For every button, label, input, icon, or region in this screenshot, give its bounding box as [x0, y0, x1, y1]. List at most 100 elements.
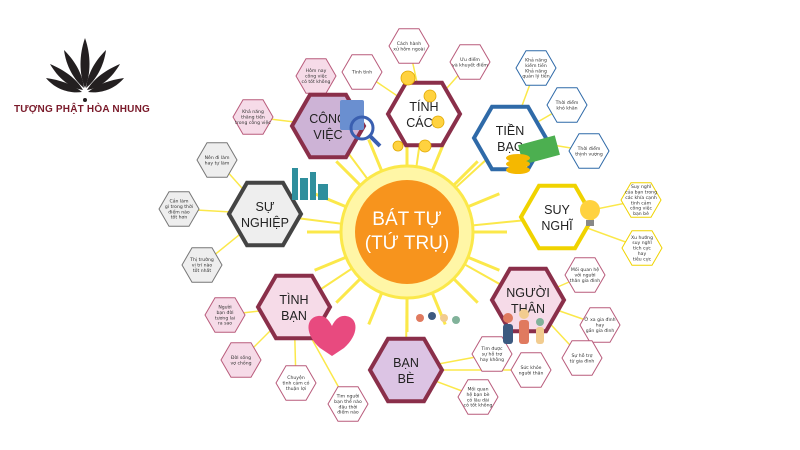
- sun-ray: [335, 276, 363, 304]
- leaf-hexagon: [471, 336, 513, 372]
- category-suy-nghi: SUY NGHĨ: [518, 183, 596, 251]
- leaf-label: Người: [218, 304, 231, 311]
- leaf-label: Thời điểm: [577, 145, 601, 152]
- leaf-label: tốt nhất: [193, 267, 212, 274]
- leaf-label: Thị trường: [189, 256, 214, 263]
- leaf-hexagon: [561, 340, 603, 376]
- leaf-label: Ưu điểm: [460, 56, 480, 63]
- leaf-label: Sự hỗ trợ: [572, 352, 593, 359]
- leaf-label: hay: [638, 251, 647, 257]
- leaf-label: tình cảm có: [283, 380, 310, 387]
- sun-ray: [451, 276, 479, 304]
- leaf-label: Khả năng: [525, 67, 547, 74]
- leaf-label: hay: [596, 323, 605, 329]
- leaf-label: đâu thời: [339, 403, 358, 410]
- sun-ray: [367, 290, 384, 325]
- center-title-line-1: BÁT TỰ: [372, 209, 441, 230]
- leaf-hexagon: [449, 44, 491, 80]
- leaf-label: Nên đi làm: [205, 154, 230, 161]
- leaf-hexagon: [181, 247, 223, 283]
- heart-hands-icon: [308, 315, 356, 356]
- category-label: NGHĨ: [541, 219, 573, 233]
- leaf-hexagon: [564, 257, 606, 293]
- leaf-hexagon: [196, 142, 238, 178]
- emoji-icon: [392, 70, 445, 153]
- sun-ray: [465, 192, 500, 209]
- leaf-label: thân gia đình: [570, 277, 600, 284]
- category-hexagon: [518, 183, 596, 251]
- leaf-label: bạn thế nào: [334, 398, 362, 405]
- leaf-label: bạn đời: [216, 309, 233, 316]
- leaf-label: Đời sống: [231, 354, 251, 361]
- leaf-label: Tìm được: [480, 345, 503, 352]
- category-label: BÈ: [398, 371, 415, 386]
- leaf-label: Tìm người: [336, 393, 360, 400]
- leaf-hexagon: [546, 87, 588, 123]
- sun-ray: [465, 255, 500, 272]
- category-label: BẠC: [497, 140, 523, 154]
- sun-ray: [314, 255, 349, 272]
- leaf-label: và khuyết điểm: [452, 61, 488, 68]
- category-label: CÔNG: [309, 111, 347, 126]
- category-label: SUY: [544, 203, 570, 217]
- leaf-label: trong công việc: [235, 119, 271, 126]
- leaf-label: có tốt không: [464, 402, 493, 409]
- lightbulb-icon: [580, 200, 600, 226]
- brand-name: TƯỢNG PHẬT HÒA NHUNG: [14, 104, 151, 115]
- leaf-label: bạn bè: [633, 210, 649, 217]
- category-hexagon: [226, 180, 304, 248]
- leaf-label: điểm nào: [168, 208, 190, 215]
- leaf-label: có tốt không: [302, 78, 331, 85]
- city-icon: [292, 168, 328, 200]
- category-hexagon: [367, 336, 445, 404]
- leaf-label: Thời điểm: [555, 99, 579, 106]
- leaf-label: của bạn trong: [625, 189, 657, 196]
- friends-icon: [416, 312, 460, 324]
- leaf-label: Ở xa gia đình: [584, 315, 615, 323]
- leaf-hexagon: [204, 297, 246, 333]
- leaf-label: Sức khỏe: [520, 364, 541, 371]
- leaf-hexagon: [568, 133, 610, 169]
- leaf-label: Mối quan hệ: [571, 266, 599, 273]
- category-label: TÍNH: [409, 99, 438, 114]
- leaf-label: Xu hướng: [631, 234, 653, 241]
- leaf-label: thăng tiến: [241, 114, 265, 121]
- leaf-label: thịnh vượng: [575, 151, 603, 157]
- leaf-hexagon: [620, 182, 662, 218]
- leaf-hexagon: [275, 365, 317, 401]
- leaf-hexagon: [158, 191, 200, 227]
- leaf-label: với người: [574, 272, 595, 279]
- leaf-label: Hôm nay: [306, 67, 327, 74]
- leaf-label: kiếm tiền: [525, 61, 547, 69]
- leaf-label: vị trí nào: [192, 262, 213, 269]
- category-label: TÌNH: [279, 292, 308, 307]
- leaf-label: tiêu cực: [633, 255, 652, 262]
- leaf-label: Suy nghĩ: [631, 184, 652, 190]
- leaf-hexagon: [515, 50, 557, 86]
- leaf-hexagon: [327, 386, 369, 422]
- leaf-label: khó khăn: [556, 104, 577, 111]
- leaf-label: các khía cạnh: [625, 194, 657, 201]
- leaf-label: điểm nào: [337, 409, 359, 416]
- leaf-label: từ gia đình: [570, 357, 595, 364]
- leaf-hexagon: [220, 342, 262, 378]
